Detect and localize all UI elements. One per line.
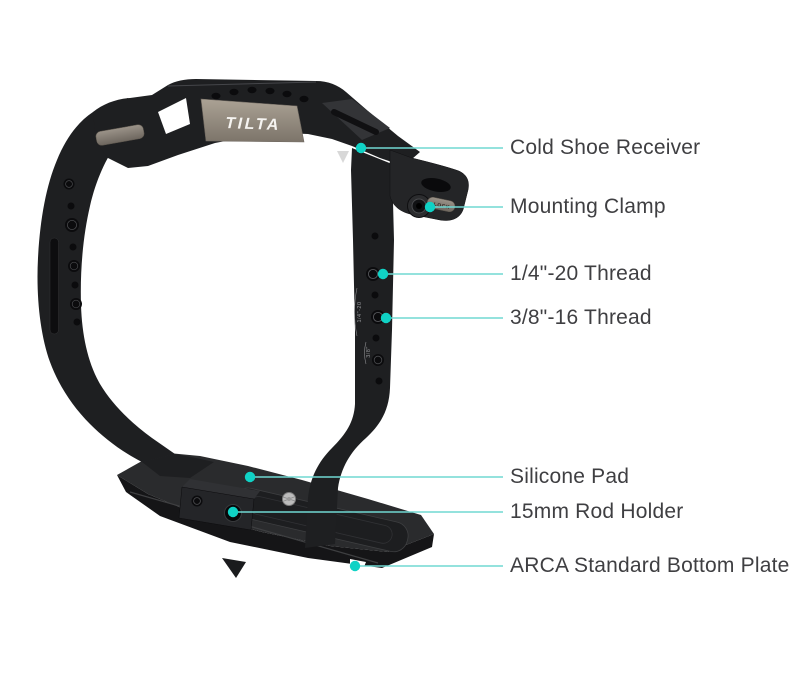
- plate-foot: [222, 558, 246, 578]
- label-mounting-clamp: Mounting Clamp: [510, 195, 666, 218]
- left-bar-thread-holes: [63, 178, 82, 326]
- brand-logo-text: TILTA: [225, 115, 281, 134]
- handle-cutout-right: [316, 150, 342, 181]
- engraving-three-eighths: 3/8": [366, 346, 372, 358]
- dot-cold-shoe: [355, 142, 367, 154]
- dot-quarter-thread: [377, 268, 389, 280]
- label-arca-plate: ARCA Standard Bottom Plate: [510, 554, 789, 577]
- label-rod-holder: 15mm Rod Holder: [510, 500, 684, 523]
- annotation-leaders: [233, 147, 503, 567]
- rod-holder-block: [178, 479, 260, 531]
- mounting-clamp: LOCK: [389, 149, 469, 221]
- shoe-indicator-triangle: [337, 151, 349, 163]
- left-bar-slot: [49, 237, 59, 335]
- engraving-quarter-inch: 1/4"-20: [357, 301, 363, 322]
- clamp-slot: [421, 178, 451, 192]
- dot-arca-plate: [349, 560, 361, 572]
- label-quarter-thread: 1/4"-20 Thread: [510, 262, 652, 285]
- annotation-dots: [227, 142, 436, 572]
- handle-top-holes: [211, 86, 309, 103]
- plate-front-face: [117, 475, 434, 568]
- right-frame-bar: 1/4"-20 3/8": [305, 148, 394, 548]
- label-cold-shoe-receiver: Cold Shoe Receiver: [510, 136, 701, 159]
- top-handle: TILTA: [93, 79, 420, 181]
- thread-size-engravings: 1/4"-20 3/8": [357, 301, 372, 357]
- handle-left-pad: [95, 124, 145, 146]
- rod-holder-thread-hole: [191, 495, 203, 507]
- left-leg-plate-junction: [142, 454, 214, 478]
- dot-mounting-clamp: [424, 201, 436, 213]
- handle-cutout-left: [158, 98, 190, 134]
- dot-silicone-pad: [244, 471, 256, 483]
- lock-engraving: LOCK: [433, 202, 450, 211]
- plate-screw: [282, 492, 296, 506]
- dot-three-eighths-thread: [380, 312, 392, 324]
- left-frame-bar: [37, 98, 214, 478]
- dot-rod-holder: [227, 506, 239, 518]
- label-silicone-pad: Silicone Pad: [510, 465, 630, 488]
- label-three-eighths-thread: 3/8"-16 Thread: [510, 306, 652, 329]
- arca-dovetail-bevel: [129, 491, 379, 564]
- brand-plate: TILTA: [200, 98, 305, 143]
